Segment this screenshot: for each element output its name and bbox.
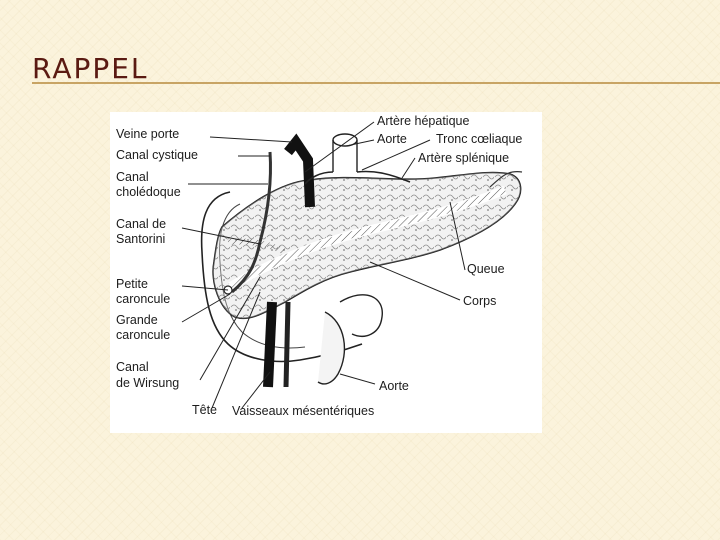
label-canal-wirsung-line2: de Wirsung <box>116 376 179 390</box>
label-aorte-bas: Aorte <box>379 379 409 393</box>
leader-lines <box>181 121 466 409</box>
label-petite-caroncule-line1: Petite <box>116 277 148 291</box>
pancreas-diagram: Veine porte Canal cystique Canal cholédo… <box>110 112 542 433</box>
title-underline <box>32 82 720 84</box>
label-aorte-haut: Aorte <box>377 132 407 146</box>
label-grande-caroncule-line1: Grande <box>116 313 158 327</box>
label-canal-choledoque-line2: cholédoque <box>116 185 181 199</box>
label-petite-caroncule-line2: caroncule <box>116 292 170 306</box>
label-canal-santorini-line1: Canal de <box>116 217 166 231</box>
label-tete: Tête <box>192 403 217 417</box>
label-vaisseaux-mesenteriques: Vaisseaux mésentériques <box>232 404 374 418</box>
label-tronc-coeliaque: Tronc cœliaque <box>436 132 522 146</box>
label-veine-porte: Veine porte <box>116 127 179 141</box>
pancreas-illustration: Veine porte Canal cystique Canal cholédo… <box>116 114 523 418</box>
label-artere-hepatique: Artère hépatique <box>377 114 469 128</box>
vessels <box>263 133 523 388</box>
label-canal-choledoque-line1: Canal <box>116 170 149 184</box>
slide-title: RAPPEL <box>32 52 149 85</box>
label-grande-caroncule-line2: caroncule <box>116 328 170 342</box>
label-corps: Corps <box>463 294 496 308</box>
label-canal-cystique: Canal cystique <box>116 148 198 162</box>
label-canal-santorini-line2: Santorini <box>116 232 165 246</box>
label-artere-splenique: Artère splénique <box>418 151 509 165</box>
diagram-labels: Veine porte Canal cystique Canal cholédo… <box>116 114 522 418</box>
label-canal-wirsung-line1: Canal <box>116 360 149 374</box>
label-queue: Queue <box>467 262 505 276</box>
